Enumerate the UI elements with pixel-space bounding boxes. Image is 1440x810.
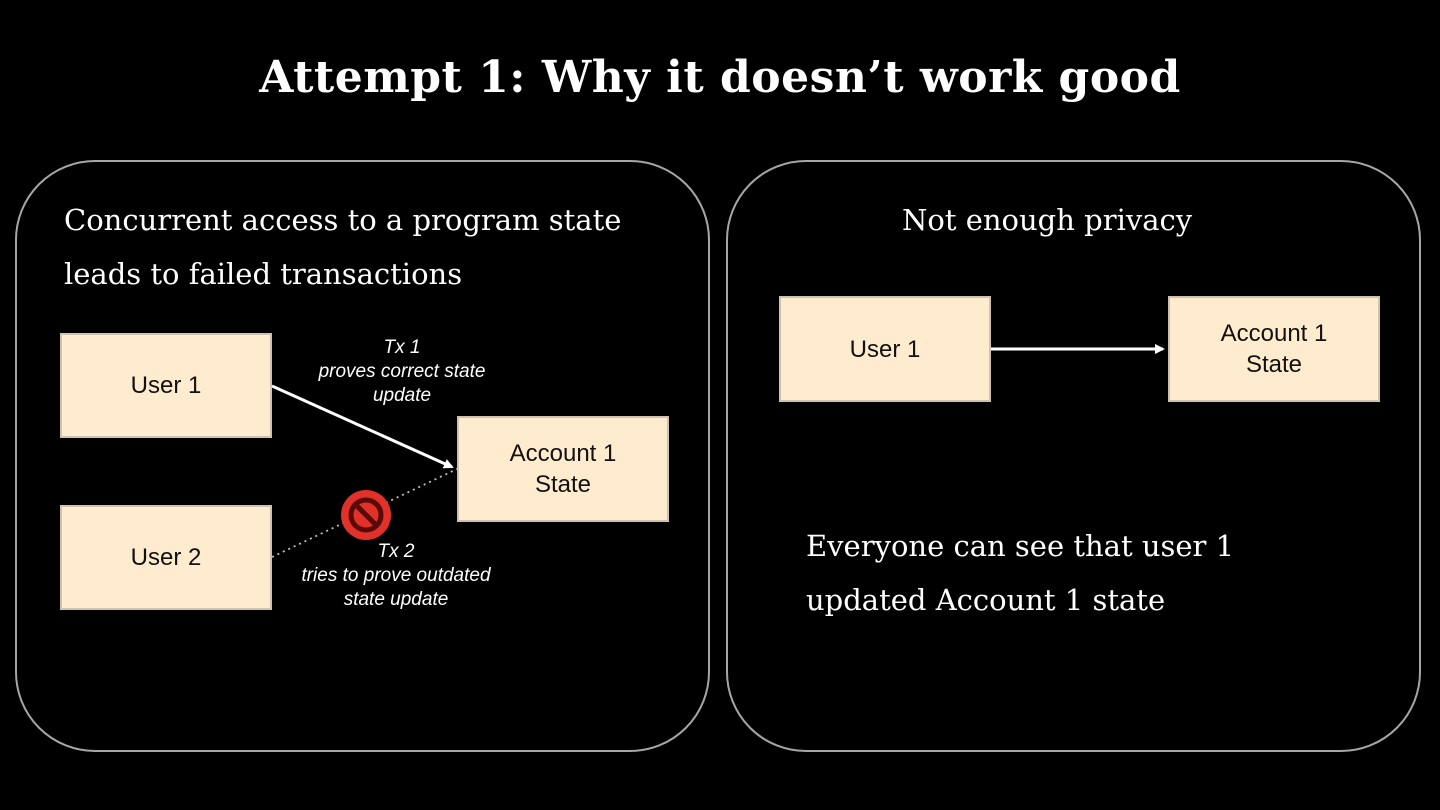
tx2-label-line1: Tx 2	[377, 541, 415, 562]
left-heading-line2: leads to failed transactions	[64, 257, 463, 291]
user1-box: User 1	[60, 333, 272, 438]
tx1-label: Tx 1 proves correct state update	[300, 336, 504, 408]
right-account-state-box: Account 1 State	[1168, 296, 1380, 402]
right-account-label-line1: Account 1	[1220, 320, 1328, 347]
right-user1-box: User 1	[779, 296, 991, 402]
user2-box: User 2	[60, 505, 272, 610]
right-body-line1: Everyone can see that user 1	[806, 529, 1235, 563]
right-body-line2: updated Account 1 state	[806, 583, 1166, 617]
account-label-line2: State	[534, 471, 592, 498]
account-state-box: Account 1 State	[457, 416, 669, 522]
user2-label: User 2	[130, 544, 202, 571]
tx1-label-line2: proves correct state	[318, 361, 486, 382]
left-heading-line1: Concurrent access to a program state	[64, 203, 622, 237]
tx1-label-line1: Tx 1	[383, 337, 421, 358]
user1-label: User 1	[130, 372, 202, 399]
right-account-label-line2: State	[1245, 351, 1303, 378]
right-heading: Not enough privacy	[902, 203, 1193, 237]
tx1-label-line3: update	[372, 385, 432, 406]
left-panel	[15, 160, 710, 752]
slide-title: Attempt 1: Why it doesn’t work good	[259, 52, 1181, 103]
right-panel	[726, 160, 1421, 752]
tx2-label-line2: tries to prove outdated	[301, 565, 491, 586]
account-label-line1: Account 1	[509, 440, 617, 467]
tx2-label: Tx 2 tries to prove outdated state updat…	[280, 540, 512, 612]
tx2-label-line3: state update	[343, 589, 449, 610]
right-user1-label: User 1	[849, 335, 921, 363]
